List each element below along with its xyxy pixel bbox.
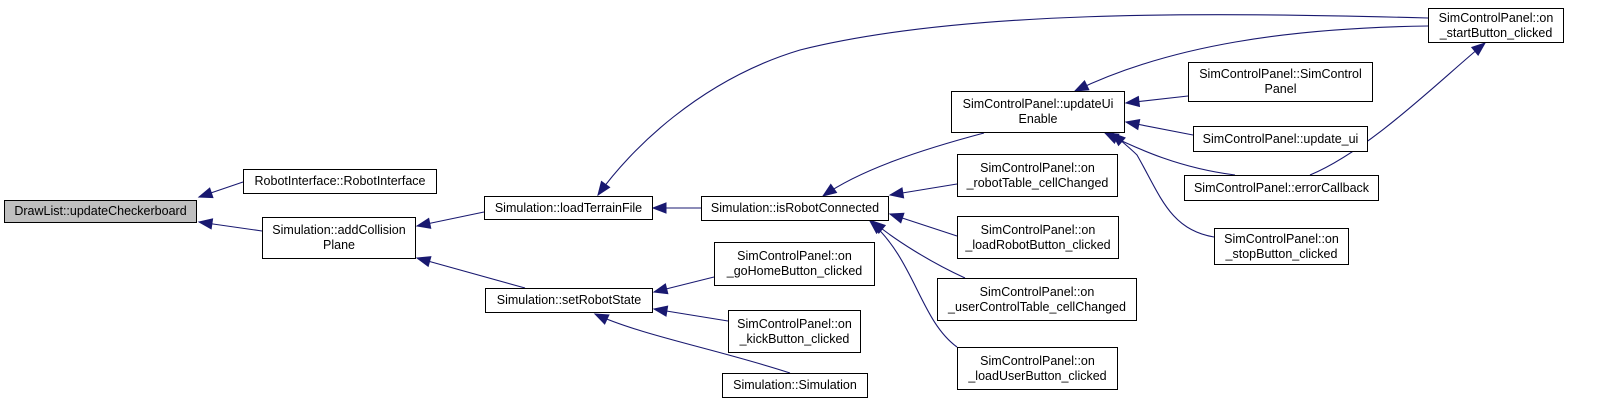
node-simcontrolpanel-on-stop-button-clicked[interactable]: SimControlPanel::on _stopButton_clicked — [1214, 228, 1349, 265]
node-simulation-add-collision-plane[interactable]: Simulation::addCollision Plane — [262, 217, 416, 259]
arrowhead-robot_table_changed-to-is_robot_connected — [888, 187, 905, 199]
node-simcontrolpanel-on-load-user-button-clicked[interactable]: SimControlPanel::on _loadUserButton_clic… — [957, 347, 1118, 390]
arrowhead-load_terrain_file-to-add_collision_plane — [415, 217, 432, 229]
node-simcontrolpanel-update-ui[interactable]: SimControlPanel::update_ui — [1193, 126, 1368, 152]
node-robotinterface-robotinterface[interactable]: RobotInterface::RobotInterface — [243, 169, 437, 194]
arrowhead-add_collision_plane-to-update_checkerboard — [197, 218, 214, 230]
edge-start_clicked-to-update_ui_enable — [1074, 25, 1429, 92]
arrowhead-kick_clicked-to-set_robot_state — [652, 305, 669, 317]
edge-set_robot_state-to-add_collision_plane — [416, 257, 526, 289]
node-simcontrolpanel-on-kick-button-clicked[interactable]: SimControlPanel::on _kickButton_clicked — [728, 310, 861, 353]
edge-error_callback-to-start_clicked — [1309, 42, 1486, 176]
node-simcontrolpanel-on-load-robot-button-clicked[interactable]: SimControlPanel::on _loadRobotButton_cli… — [957, 216, 1119, 259]
arrowhead-sim_control_panel_ctor-to-update_ui_enable — [1124, 95, 1141, 108]
arrowhead-update_ui_enable-to-is_robot_connected — [821, 183, 838, 197]
arrowhead-set_robot_state-to-add_collision_plane — [415, 256, 432, 268]
node-drawlist-update-checkerboard[interactable]: DrawList::updateCheckerboard — [4, 200, 197, 223]
node-simulation-simulation[interactable]: Simulation::Simulation — [722, 373, 868, 398]
edge-start_clicked-to-load_terrain_file — [597, 14, 1429, 196]
node-simcontrolpanel-on-gohome-button-clicked[interactable]: SimControlPanel::on _goHomeButton_clicke… — [714, 242, 875, 286]
node-simulation-is-robot-connected[interactable]: Simulation::isRobotConnected — [701, 196, 889, 221]
arrowhead-start_clicked-to-load_terrain_file — [597, 180, 611, 197]
arrowhead-robot_interface_ctor-to-update_checkerboard — [197, 187, 214, 199]
arrowhead-error_callback-to-start_clicked — [1470, 42, 1487, 56]
arrowhead-is_robot_connected-to-load_terrain_file — [651, 202, 667, 214]
node-simcontrolpanel-on-user-control-table-cell-changed[interactable]: SimControlPanel::on _userControlTable_ce… — [937, 278, 1137, 321]
node-simcontrolpanel-update-ui-enable[interactable]: SimControlPanel::updateUi Enable — [951, 91, 1125, 133]
node-simulation-load-terrain-file[interactable]: Simulation::loadTerrainFile — [484, 196, 653, 220]
node-simulation-set-robot-state[interactable]: Simulation::setRobotState — [485, 288, 653, 313]
edge-user_control_table_changed-to-is_robot_connected — [871, 220, 966, 279]
node-simcontrolpanel-error-callback[interactable]: SimControlPanel::errorCallback — [1184, 175, 1379, 201]
arrowhead-stop_clicked-to-update_ui_enable — [1110, 132, 1126, 147]
arrowhead-load_robot_clicked-to-is_robot_connected — [888, 212, 905, 224]
node-simcontrolpanel-on-robot-table-cell-changed[interactable]: SimControlPanel::on _robotTable_cellChan… — [957, 154, 1118, 197]
edge-simulation_ctor-to-set_robot_state — [594, 313, 791, 374]
arrowhead-go_home_clicked-to-set_robot_state — [652, 283, 669, 295]
arrowhead-load_user_clicked-to-is_robot_connected — [868, 220, 884, 235]
arrowhead-update_ui-to-update_ui_enable — [1124, 118, 1141, 131]
node-simcontrolpanel-simcontrolpanel[interactable]: SimControlPanel::SimControl Panel — [1188, 62, 1373, 102]
node-simcontrolpanel-on-start-button-clicked[interactable]: SimControlPanel::on _startButton_clicked — [1428, 8, 1564, 43]
edge-update_ui_enable-to-is_robot_connected — [822, 132, 985, 197]
edge-layer — [197, 14, 1487, 374]
arrowhead-start_clicked-to-update_ui_enable — [1073, 79, 1090, 92]
arrowhead-simulation_ctor-to-set_robot_state — [593, 313, 610, 325]
edge-load_user_clicked-to-is_robot_connected — [869, 220, 958, 348]
